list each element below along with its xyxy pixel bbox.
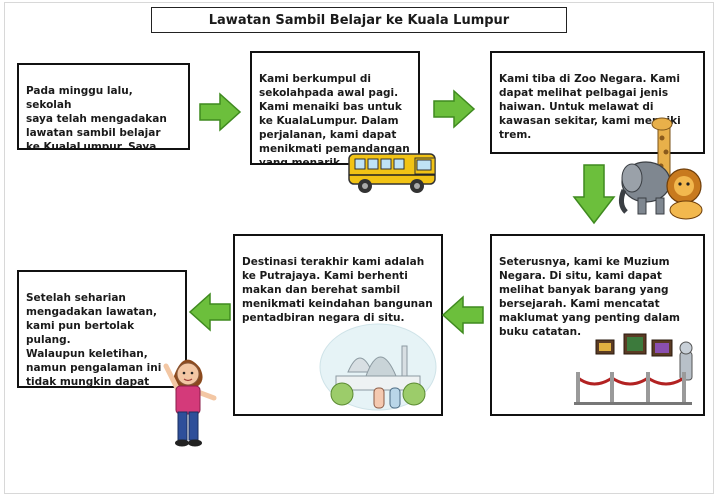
step-1-box: Pada minggu lalu, sekolah saya telah men… bbox=[17, 63, 190, 150]
arrow-right-1 bbox=[199, 92, 242, 132]
step-2-text: Kami berkumpul di sekolahpada awal pagi.… bbox=[259, 73, 410, 165]
school-bus-icon bbox=[348, 153, 436, 193]
step-4-box: Seterusnya, kami ke Muzium Negara. Di si… bbox=[490, 234, 705, 416]
step-1-text: Pada minggu lalu, sekolah saya telah men… bbox=[26, 85, 167, 150]
girl-waving-icon bbox=[163, 359, 217, 447]
arrow-down bbox=[572, 164, 616, 225]
zoo-animals-icon bbox=[618, 117, 703, 220]
page-title: Lawatan Sambil Belajar ke Kuala Lumpur bbox=[151, 7, 567, 33]
page-frame bbox=[4, 2, 714, 494]
step-2-box: Kami berkumpul di sekolahpada awal pagi.… bbox=[250, 51, 420, 165]
museum-exhibit-icon bbox=[574, 333, 693, 405]
step-6-text: Setelah seharian mengadakan lawatan, kam… bbox=[26, 292, 162, 388]
step-5-text: Destinasi terakhir kami adalah ke Putraj… bbox=[242, 256, 433, 324]
arrow-right-2 bbox=[433, 89, 476, 129]
putrajaya-mosque-icon bbox=[319, 323, 437, 411]
arrow-left-1 bbox=[441, 295, 484, 335]
step-4-text: Seterusnya, kami ke Muzium Negara. Di si… bbox=[499, 256, 680, 338]
arrow-left-2 bbox=[188, 292, 231, 332]
step-3-text: Kami tiba di Zoo Negara. Kami dapat meli… bbox=[499, 73, 681, 141]
step-6-box: Setelah seharian mengadakan lawatan, kam… bbox=[17, 270, 187, 388]
